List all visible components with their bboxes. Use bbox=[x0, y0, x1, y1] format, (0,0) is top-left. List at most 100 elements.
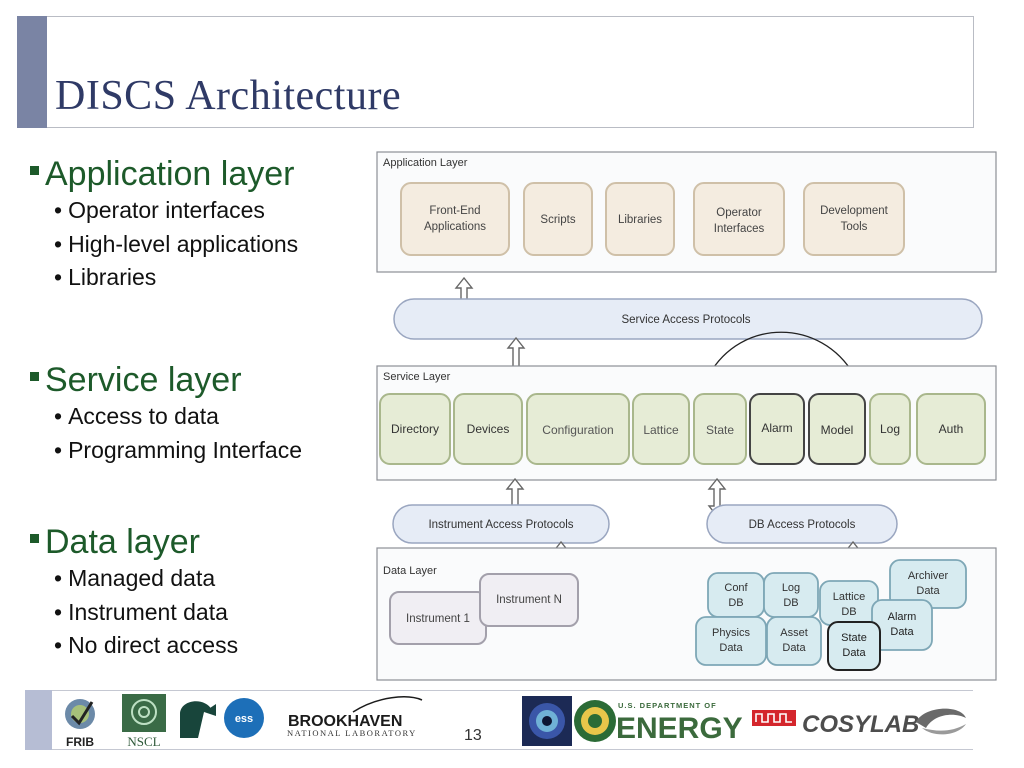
footer-logos-right: U.S. DEPARTMENT OF ENERGY COSYLAB bbox=[522, 696, 966, 746]
bullet-group-application: Application layer •Operator interfaces •… bbox=[30, 155, 298, 295]
footer-logos-left: FRIB NSCL ess BROOKHAVEN NATIONAL LABORA… bbox=[65, 694, 423, 749]
energy-logo-icon: U.S. DEPARTMENT OF ENERGY bbox=[616, 701, 743, 745]
db-box-log: Log DB bbox=[763, 572, 819, 618]
svg-text:Archiver: Archiver bbox=[908, 570, 949, 582]
app-box-scripts: Scripts bbox=[523, 182, 593, 256]
svg-text:Front-End: Front-End bbox=[429, 205, 480, 217]
db-box-state: State Data bbox=[827, 621, 881, 671]
svg-text:Data: Data bbox=[890, 626, 914, 638]
svg-text:BROOKHAVEN: BROOKHAVEN bbox=[288, 713, 402, 730]
service-layer-label: Service Layer bbox=[383, 371, 451, 383]
service-box-lattice: Lattice bbox=[632, 393, 690, 465]
slide-title: DISCS Architecture bbox=[55, 73, 402, 119]
service-box-devices: Devices bbox=[453, 393, 523, 465]
pulse-logo-icon bbox=[752, 710, 796, 726]
svg-text:Scripts: Scripts bbox=[540, 214, 575, 226]
footer-band bbox=[25, 690, 973, 750]
app-box-libraries: Libraries bbox=[605, 182, 675, 256]
svg-text:DB: DB bbox=[783, 597, 798, 609]
svg-text:Operator: Operator bbox=[716, 207, 762, 219]
svg-text:Alarm: Alarm bbox=[888, 611, 917, 623]
bullet-heading: Data layer bbox=[30, 523, 238, 562]
svg-text:Lattice: Lattice bbox=[643, 423, 679, 437]
svg-text:ENERGY: ENERGY bbox=[616, 712, 743, 745]
diagram-canvas: Application Layer Front-End Applications… bbox=[376, 151, 997, 681]
square-bullet-icon bbox=[30, 371, 39, 381]
app-box-development-tools: Development Tools bbox=[803, 182, 905, 256]
bullet-item: •No direct access bbox=[54, 632, 239, 658]
square-bullet-icon bbox=[30, 165, 39, 175]
svg-text:Configuration: Configuration bbox=[542, 423, 613, 437]
svg-text:DB: DB bbox=[841, 606, 856, 618]
bullet-item: •Managed data bbox=[54, 565, 216, 591]
cosylab-logo-icon: COSYLAB bbox=[802, 711, 919, 738]
bullet-item: •Programming Interface bbox=[54, 436, 302, 463]
app-box-front-end: Front-End Applications bbox=[400, 182, 510, 256]
svg-text:Instrument 1: Instrument 1 bbox=[406, 613, 470, 625]
svg-text:Alarm: Alarm bbox=[761, 421, 792, 435]
svg-text:U.S. DEPARTMENT OF: U.S. DEPARTMENT OF bbox=[618, 701, 717, 710]
spartan-helmet-icon bbox=[170, 694, 220, 744]
service-box-alarm: Alarm bbox=[749, 393, 805, 465]
svg-text:Applications: Applications bbox=[424, 221, 486, 233]
bullet-group-service: Service layer •Access to data •Programmi… bbox=[30, 361, 302, 467]
db-box-physics: Physics Data bbox=[695, 616, 767, 666]
svg-text:Service Access Protocols: Service Access Protocols bbox=[621, 314, 750, 326]
db-access-protocols-bar: DB Access Protocols bbox=[706, 504, 898, 544]
bullet-group-data: Data layer •Managed data •Instrument dat… bbox=[30, 523, 238, 663]
svg-text:Directory: Directory bbox=[391, 422, 439, 436]
svg-text:Data: Data bbox=[719, 642, 743, 654]
frib-logo-icon: FRIB bbox=[65, 699, 95, 749]
bullet-heading: Service layer bbox=[30, 361, 302, 400]
ess-logo-icon: ess bbox=[224, 698, 264, 738]
svg-text:Auth: Auth bbox=[939, 422, 964, 436]
architecture-diagram: Application Layer Front-End Applications… bbox=[376, 150, 998, 682]
footer-accent-bar bbox=[25, 690, 52, 750]
service-access-protocols-bar: Service Access Protocols bbox=[393, 298, 983, 340]
svg-text:DB: DB bbox=[728, 597, 743, 609]
magnet-ring-icon bbox=[522, 696, 572, 746]
square-bullet-icon bbox=[30, 533, 39, 543]
svg-text:State: State bbox=[706, 423, 734, 437]
service-box-directory: Directory bbox=[379, 393, 451, 465]
bullet-item: •Libraries bbox=[54, 264, 157, 290]
db-box-archiver: Archiver Data bbox=[889, 559, 967, 609]
nscl-logo-icon: NSCL bbox=[122, 694, 166, 749]
instrument-n-box: Instrument N bbox=[479, 573, 579, 627]
svg-text:Data: Data bbox=[916, 585, 940, 597]
svg-text:DB Access Protocols: DB Access Protocols bbox=[749, 519, 856, 531]
svg-text:Model: Model bbox=[821, 423, 854, 437]
title-frame bbox=[17, 16, 974, 128]
application-layer-label: Application Layer bbox=[383, 157, 468, 169]
service-box-log: Log bbox=[869, 393, 911, 465]
db-box-alarm: Alarm Data bbox=[871, 599, 933, 651]
svg-text:ess: ess bbox=[235, 713, 253, 725]
svg-text:State: State bbox=[841, 632, 867, 644]
bullet-item: •High-level applications bbox=[54, 230, 299, 257]
svg-text:Instrument Access Protocols: Instrument Access Protocols bbox=[428, 519, 573, 531]
bullet-item: •Access to data bbox=[54, 403, 219, 429]
svg-text:Log: Log bbox=[782, 582, 800, 594]
data-layer-label: Data Layer bbox=[383, 565, 437, 577]
svg-text:Conf: Conf bbox=[724, 582, 748, 594]
bullet-heading: Application layer bbox=[30, 155, 298, 194]
bullet-item: •Instrument data bbox=[54, 598, 228, 625]
svg-text:Development: Development bbox=[820, 205, 889, 217]
svg-text:Libraries: Libraries bbox=[618, 214, 662, 226]
curved-arrow-icon bbox=[701, 331, 857, 383]
svg-text:NATIONAL LABORATORY: NATIONAL LABORATORY bbox=[287, 728, 417, 738]
service-box-configuration: Configuration bbox=[526, 393, 630, 465]
db-box-lattice: Lattice DB bbox=[819, 580, 879, 626]
svg-text:Instrument N: Instrument N bbox=[496, 594, 562, 606]
service-box-auth: Auth bbox=[916, 393, 986, 465]
svg-text:Interfaces: Interfaces bbox=[714, 223, 765, 235]
swirl-logo-icon bbox=[916, 708, 966, 735]
svg-text:Physics: Physics bbox=[712, 627, 750, 639]
svg-text:Data: Data bbox=[782, 642, 806, 654]
doe-seal-icon bbox=[574, 700, 616, 742]
page-number: 13 bbox=[464, 727, 482, 744]
svg-text:COSYLAB: COSYLAB bbox=[802, 711, 919, 738]
db-box-asset: Asset Data bbox=[766, 616, 822, 666]
instrument-access-protocols-bar: Instrument Access Protocols bbox=[392, 504, 610, 544]
svg-text:Lattice: Lattice bbox=[833, 591, 865, 603]
